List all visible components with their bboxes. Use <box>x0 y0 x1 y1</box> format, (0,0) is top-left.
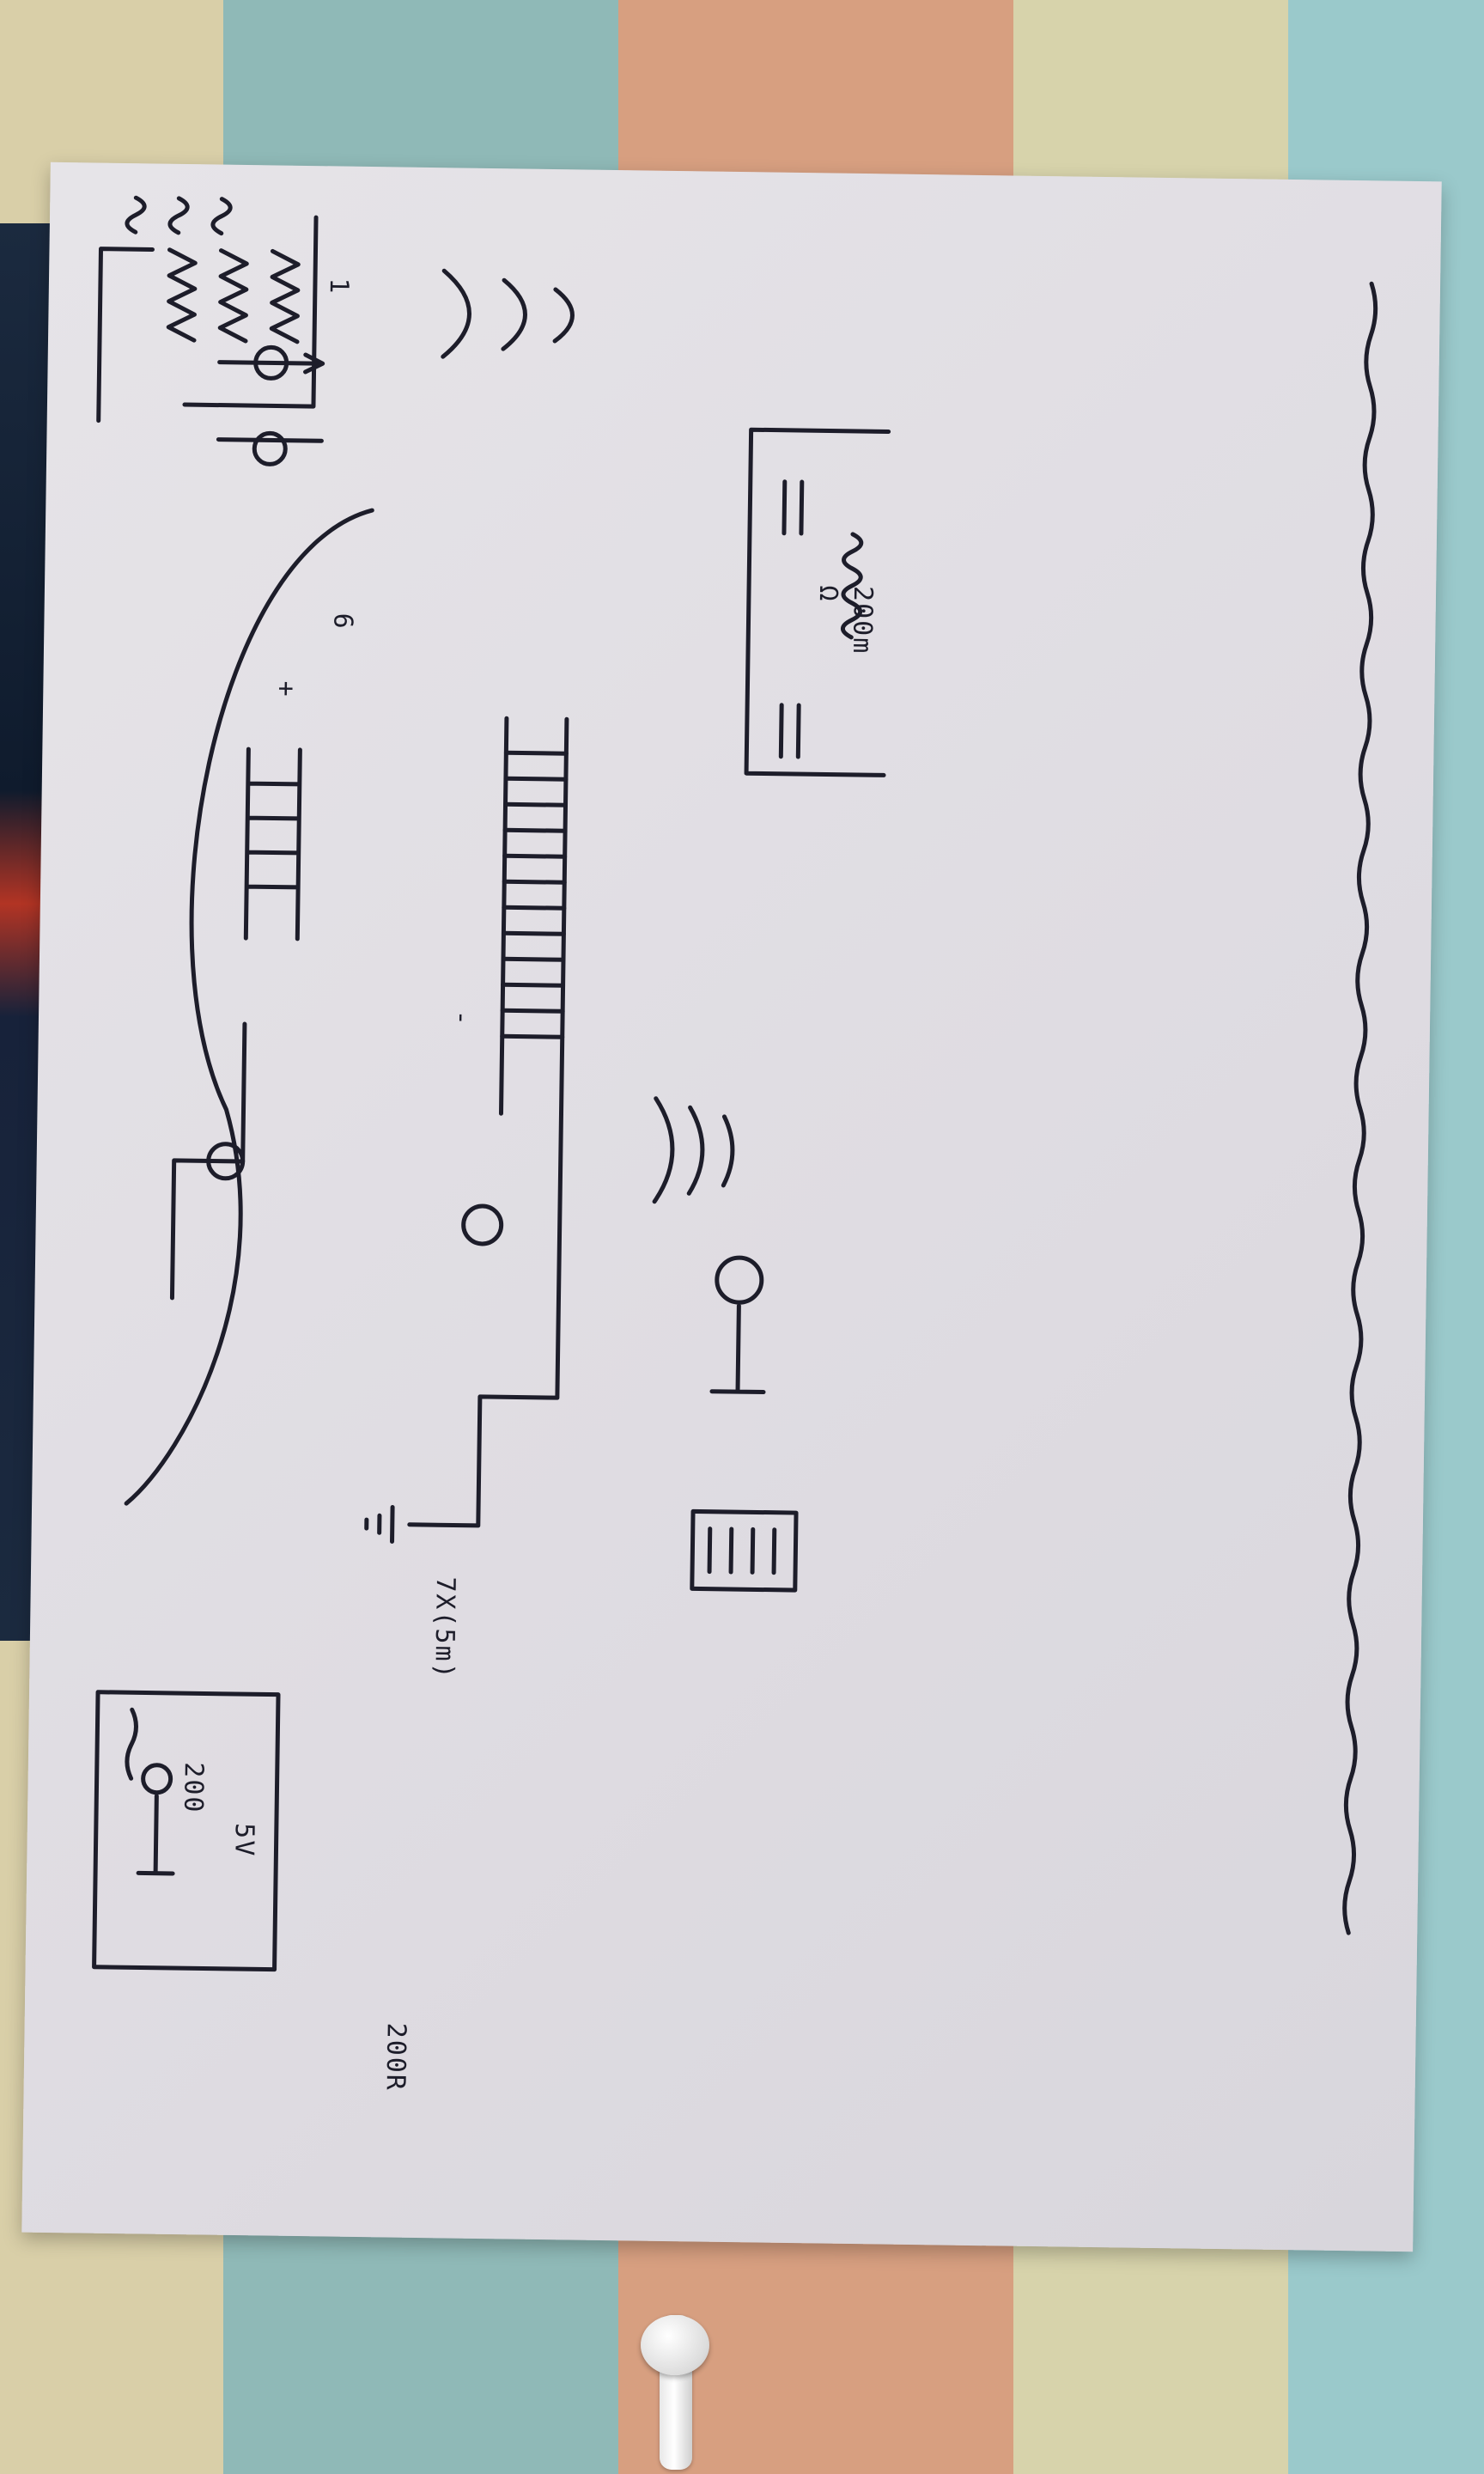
plastic-clip <box>623 2315 727 2470</box>
top-mid-circuit <box>744 427 891 777</box>
clip-ball <box>641 2315 709 2375</box>
label-7x5m: 7X(5m) <box>429 1576 460 1680</box>
title-scribble <box>1342 281 1378 1935</box>
bottom-left-arrows <box>216 352 325 443</box>
mid-left-arc-1 <box>441 268 471 359</box>
label-6: 6 <box>327 612 358 631</box>
top-right-box-lines <box>707 1526 777 1575</box>
top-right-box <box>690 1508 799 1593</box>
top-right-waves <box>652 1096 735 1204</box>
lower-left-long-arc <box>124 508 374 1506</box>
mid-ladder-rail-top <box>498 716 509 1116</box>
mid-ladder-rail-bottom <box>558 716 569 1117</box>
lower-right-led <box>141 1763 173 1795</box>
label-200: 200 <box>178 1762 209 1814</box>
mid-ladder-rungs <box>500 750 569 1039</box>
paper-sheet: 200m Ω 5V 200 7X(5m) 200R + - 1 6 <box>21 161 1442 2252</box>
mid-ground <box>364 1505 395 1545</box>
label-minus: - <box>446 1009 477 1027</box>
lower-ladder <box>243 746 302 941</box>
label-200m: 200m <box>846 585 879 655</box>
bottom-left-bracket <box>96 247 155 424</box>
top-right-lamp <box>715 1255 764 1305</box>
label-ohm: Ω <box>812 585 844 603</box>
lower-right-box <box>92 1690 281 1972</box>
top-left-bracket <box>182 215 319 409</box>
top-left-zigzag-2 <box>217 248 249 344</box>
label-1: 1 <box>323 277 355 296</box>
top-right-antenna <box>709 1303 766 1395</box>
label-5v: 5V <box>228 1822 259 1858</box>
label-plus: + <box>271 680 301 698</box>
top-left-coils <box>125 195 233 236</box>
mid-left-arc-2 <box>501 277 527 351</box>
top-left-zigzag-3 <box>269 248 301 344</box>
lower-right-leads <box>136 1794 175 1876</box>
bottom-left-circle-2 <box>252 430 288 466</box>
lower-lamp <box>206 1142 246 1181</box>
handwritten-diagrams <box>92 195 1378 1972</box>
label-200r: 200R <box>380 2022 411 2093</box>
mid-lamp <box>461 1203 504 1246</box>
mid-left-arc-3 <box>552 287 575 344</box>
top-left-zigzag-1 <box>166 247 198 343</box>
lower-right-wave <box>125 1707 138 1781</box>
mid-ladder-connector <box>407 1112 563 1528</box>
